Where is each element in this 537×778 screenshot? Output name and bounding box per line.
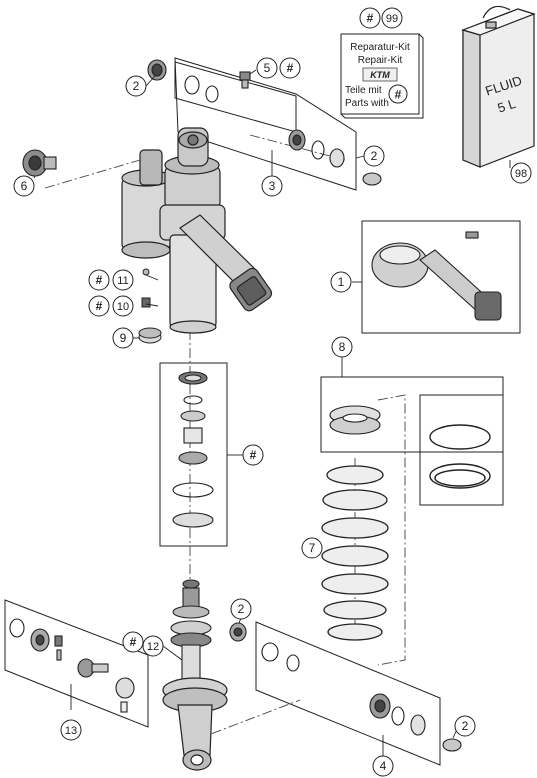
callout-label: 9: [120, 331, 127, 345]
leader-2a: [145, 75, 156, 87]
callout-c2b: 2: [363, 145, 385, 167]
callout-label: 1: [338, 275, 345, 289]
callout-label: #: [367, 11, 374, 25]
callout-c11: 11: [112, 269, 134, 291]
kit-line-3: Teile mit: [345, 85, 382, 96]
shock-reservoir: [121, 149, 171, 259]
leader-12: [162, 645, 183, 661]
valve-parts: [138, 268, 162, 344]
callout-c2c: 2: [230, 598, 252, 620]
bushing-set-right: [288, 129, 382, 186]
callout-label: 13: [65, 725, 77, 737]
callout-c2a: 2: [125, 75, 147, 97]
top-cap-bushing: [147, 59, 219, 103]
frame-group-3: [174, 57, 357, 191]
axis-line-bottom: [194, 699, 301, 741]
kit-line-4: Parts with: [345, 98, 389, 109]
callout-label: #: [287, 61, 294, 75]
bleed-screw: [239, 71, 251, 89]
callout-cstack: #: [242, 444, 264, 466]
leader-11: [145, 274, 159, 281]
frame-top-cap: [174, 61, 297, 133]
callout-label: 2: [462, 719, 469, 733]
frame-part-13: [4, 599, 149, 728]
callout-label: 2: [133, 79, 140, 93]
fluid-can: FLUID 5 L: [461, 5, 536, 168]
kit-line-2: Repair-Kit: [358, 55, 403, 66]
callout-label: 2: [238, 602, 245, 616]
kit-hash-marker: #: [388, 84, 408, 104]
frame-bearing-rings: [419, 394, 504, 506]
callout-label: 99: [386, 13, 398, 25]
piston-rod-assembly: [170, 579, 212, 681]
callout-label: 6: [21, 179, 28, 193]
shock-body-tube: [169, 234, 217, 334]
callout-label: #: [130, 635, 137, 649]
callout-c6: 6: [13, 175, 35, 197]
callout-label: 5: [264, 61, 271, 75]
callout-c3: 3: [261, 175, 283, 197]
callout-c9: 9: [112, 327, 134, 349]
callout-c99: 99: [381, 7, 403, 29]
shock-head: [159, 127, 226, 241]
frame-part-1: [361, 220, 521, 334]
callout-label: 10: [117, 301, 129, 313]
callout-label: 98: [515, 168, 527, 180]
leader-5: [249, 69, 257, 75]
frame-part-4: [255, 621, 441, 766]
callout-c5: 5: [256, 57, 278, 79]
lower-bushing-2: [229, 622, 247, 642]
leader-2b: [355, 155, 365, 159]
preload-adjuster: [22, 149, 57, 177]
callout-label: 2: [371, 149, 378, 163]
lower-clevis: [162, 677, 228, 771]
callout-c10: 10: [112, 295, 134, 317]
kit-line-1: Reparatur-Kit: [350, 42, 410, 53]
lower-bushing-set: [261, 642, 462, 752]
callout-label: 11: [117, 275, 128, 287]
callout-c11h: #: [88, 269, 110, 291]
axis-line-rings: [377, 394, 406, 666]
callout-c4: 4: [372, 755, 394, 777]
frame-seal-stack: [159, 362, 228, 547]
callout-label: 12: [147, 641, 159, 653]
ktm-logo-badge: KTM: [362, 67, 398, 82]
adjuster-arm: [179, 214, 273, 312]
callout-c13: 13: [60, 719, 82, 741]
detail-adjuster-assembly: [371, 231, 502, 321]
leader-10: [145, 303, 159, 307]
callout-c98: 98: [510, 162, 532, 184]
callout-label: #: [96, 299, 103, 313]
callout-label: 3: [269, 179, 276, 193]
callout-c12h: #: [122, 631, 144, 653]
bearing-rings: [429, 424, 491, 489]
part-13-kit: [9, 618, 135, 713]
spring-seat: [329, 405, 381, 435]
callout-label: #: [96, 273, 103, 287]
callout-label: 7: [309, 541, 316, 555]
callout-label: #: [250, 448, 257, 462]
callout-c7: 7: [301, 537, 323, 559]
repair-kit-legend: Reparatur-Kit Repair-Kit KTM Teile mit P…: [340, 33, 424, 119]
callout-c5h: #: [279, 57, 301, 79]
ktm-logo-text: KTM: [370, 70, 390, 80]
fluid-volume: 5 L: [496, 96, 518, 116]
callout-c12: 12: [142, 635, 164, 657]
callout-c99h: #: [359, 7, 381, 29]
axis-line-left: [44, 159, 141, 189]
leader-6: [33, 175, 36, 179]
callout-c1: 1: [330, 271, 352, 293]
svg-text:#: #: [395, 88, 402, 102]
callout-label: 8: [339, 340, 346, 354]
coil-spring: [321, 465, 389, 641]
callout-c2d: 2: [454, 715, 476, 737]
callout-c10h: #: [88, 295, 110, 317]
callout-label: 4: [380, 759, 387, 773]
callout-c8: 8: [331, 336, 353, 358]
seal-stack: [172, 371, 214, 528]
